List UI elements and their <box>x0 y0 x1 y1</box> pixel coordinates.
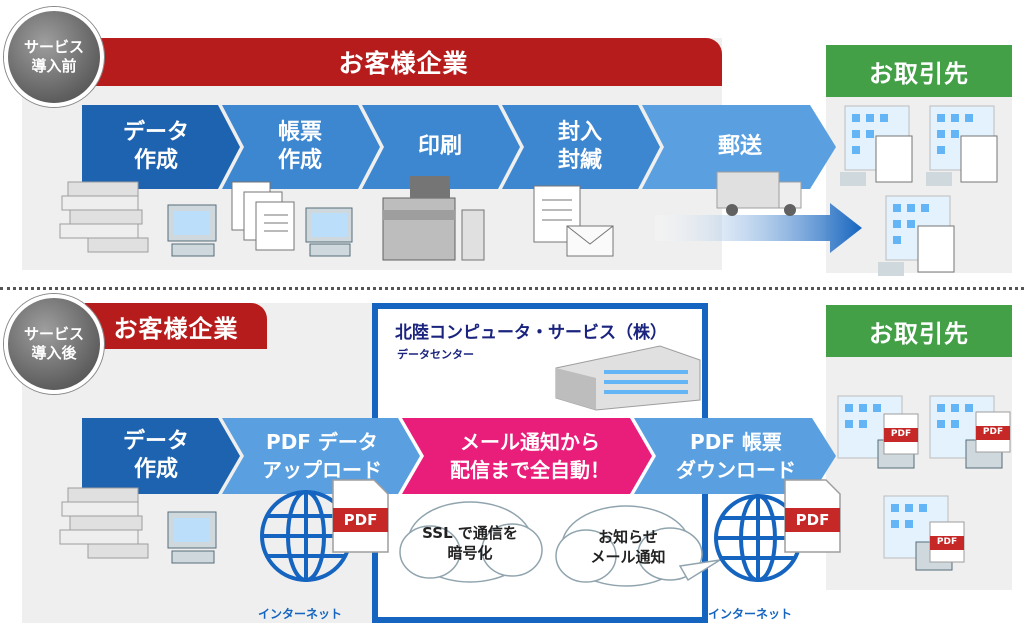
datacenter-building-icon <box>555 345 701 411</box>
partner-building-pdf-icon <box>929 395 1011 469</box>
partner-building-pdf-icon <box>883 495 965 571</box>
before-step4-line1: 封入 <box>557 120 602 145</box>
before-arrow-form-create <box>222 105 380 189</box>
after-badge: サービス 導入後 <box>4 294 104 394</box>
pdf-label-download: PDF <box>795 511 830 529</box>
documents-icon <box>231 181 295 251</box>
pdf-document-icon <box>332 479 389 553</box>
truck-icon <box>716 171 802 216</box>
after-partner-header: お取引先 <box>826 305 1012 357</box>
pdf-label-partner-1: PDF <box>890 429 912 439</box>
before-badge-line1: サービス <box>23 38 84 56</box>
pdf-label-partner-3: PDF <box>936 537 958 547</box>
section-divider <box>0 287 1024 290</box>
before-company-header: お客様企業 <box>85 38 722 86</box>
after-step4-line1: PDF 帳票 <box>690 430 782 454</box>
after-step3-line2: 配信まで全自動！ <box>450 458 610 482</box>
after-step2-line1: PDF データ <box>266 430 378 454</box>
bubble-ssl: SSL で通信を 暗号化 <box>408 518 532 568</box>
pdf-label-partner-2: PDF <box>982 427 1004 437</box>
before-arrow-enclose <box>502 105 660 189</box>
internet-label-left: インターネット <box>258 607 343 621</box>
after-step-auto-delivery: メール通知から 配信まで全自動！ <box>420 418 640 494</box>
before-step5-line1: 郵送 <box>717 134 762 159</box>
after-arrow-upload <box>222 418 420 494</box>
after-step3-line1: メール通知から <box>460 430 600 454</box>
before-step1-line1: データ <box>122 120 189 145</box>
before-arrow-data-create <box>82 105 240 189</box>
before-shipping-arrow <box>655 203 862 253</box>
after-step2-line2: アップロード <box>262 458 382 482</box>
partner-building-icon <box>926 105 998 186</box>
before-step2-line2: 作成 <box>277 148 322 173</box>
after-badge-line2: 導入後 <box>31 344 77 362</box>
computer-icon <box>167 204 217 257</box>
before-partner-header: お取引先 <box>826 45 1012 97</box>
cloud-ssl <box>399 501 543 583</box>
after-step-upload: PDF データ アップロード <box>234 418 410 494</box>
computer-icon <box>167 511 217 564</box>
envelope-document-icon <box>533 185 614 257</box>
after-company-header: お客様企業 <box>85 303 267 349</box>
paper-stack-icon <box>59 181 149 253</box>
partner-building-icon <box>878 195 955 276</box>
internet-label-right: インターネット <box>708 607 793 621</box>
pdf-label-upload: PDF <box>343 511 378 529</box>
bubble-notify-line1: お知らせ <box>598 528 658 546</box>
before-arrow-print <box>362 105 520 189</box>
before-badge-line2: 導入前 <box>31 57 77 75</box>
bubble-notify-line2: メール通知 <box>590 548 666 566</box>
before-step2-line1: 帳票 <box>277 120 322 145</box>
before-step-enclose: 封入 封緘 <box>510 105 650 189</box>
after-badge-line1: サービス <box>23 325 84 343</box>
after-step-data-create: データ 作成 <box>86 418 226 494</box>
before-step4-line2: 封緘 <box>557 148 602 173</box>
after-arrow-download <box>634 418 836 494</box>
partner-building-icon <box>840 105 913 186</box>
before-step1-line2: 作成 <box>133 148 178 173</box>
after-step1-line2: 作成 <box>133 457 178 482</box>
printer-icon <box>382 176 485 261</box>
bubble-notify: お知らせ メール通知 <box>566 522 690 572</box>
before-step-form-create: 帳票 作成 <box>230 105 370 189</box>
after-arrow-data-create <box>82 418 240 494</box>
bubble-ssl-line2: 暗号化 <box>447 544 493 562</box>
after-arrow-auto-delivery <box>402 418 652 494</box>
bubble-ssl-line1: SSL で通信を <box>422 524 518 542</box>
before-partner-label: お取引先 <box>869 59 969 88</box>
before-step-print: 印刷 <box>370 105 510 189</box>
before-step3-line1: 印刷 <box>417 134 462 159</box>
before-step-mail: 郵送 <box>660 105 820 189</box>
after-step1-line1: データ <box>122 429 189 454</box>
datacenter-subtitle: データセンター <box>397 348 474 361</box>
after-company-label: お客様企業 <box>113 314 239 343</box>
after-step-download: PDF 帳票 ダウンロード <box>648 418 824 494</box>
after-step4-line2: ダウンロード <box>676 458 796 482</box>
before-arrow-mail <box>642 105 836 189</box>
after-partner-label: お取引先 <box>869 319 969 348</box>
datacenter-title: 北陸コンピュータ・サービス（株） <box>395 323 667 343</box>
before-badge: サービス 導入前 <box>4 7 104 107</box>
before-company-label: お客様企業 <box>338 49 469 78</box>
computer-icon <box>305 207 353 257</box>
cloud-notify <box>555 505 721 587</box>
before-step-data-create: データ 作成 <box>86 105 226 189</box>
pdf-document-icon <box>784 479 841 553</box>
partner-building-pdf-icon <box>837 395 919 469</box>
paper-stack-icon <box>59 487 149 559</box>
